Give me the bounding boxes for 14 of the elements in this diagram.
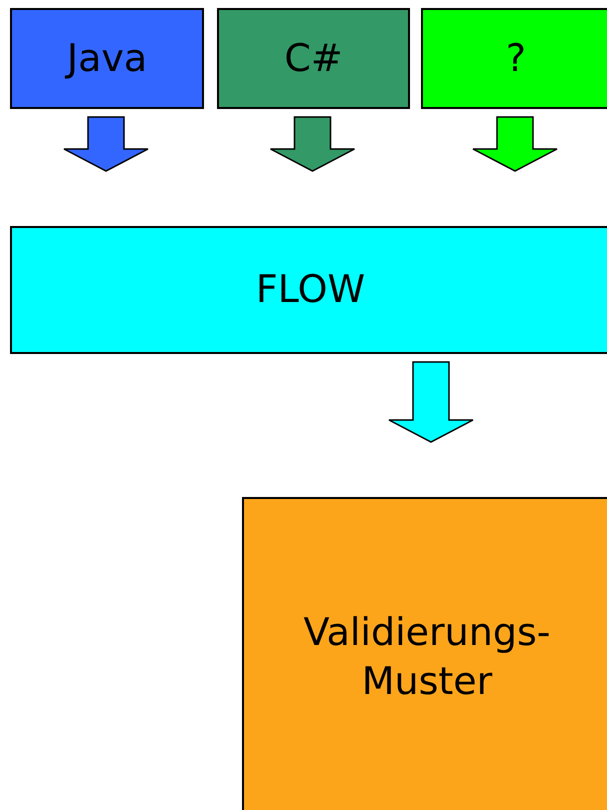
box-label: C# (284, 34, 343, 82)
box-label: ? (506, 34, 526, 82)
box-label: FLOW (256, 266, 366, 314)
process-box (242, 497, 607, 810)
block-arrow (270, 116, 356, 172)
block-arrow (472, 116, 558, 172)
process-box (10, 226, 607, 354)
process-box (217, 8, 410, 109)
block-arrow (388, 361, 474, 443)
box-label: Validierungs- Muster (302, 608, 552, 705)
block-arrow (63, 116, 149, 172)
process-box (10, 8, 204, 109)
process-box (421, 8, 607, 109)
box-label: Java (66, 34, 148, 82)
